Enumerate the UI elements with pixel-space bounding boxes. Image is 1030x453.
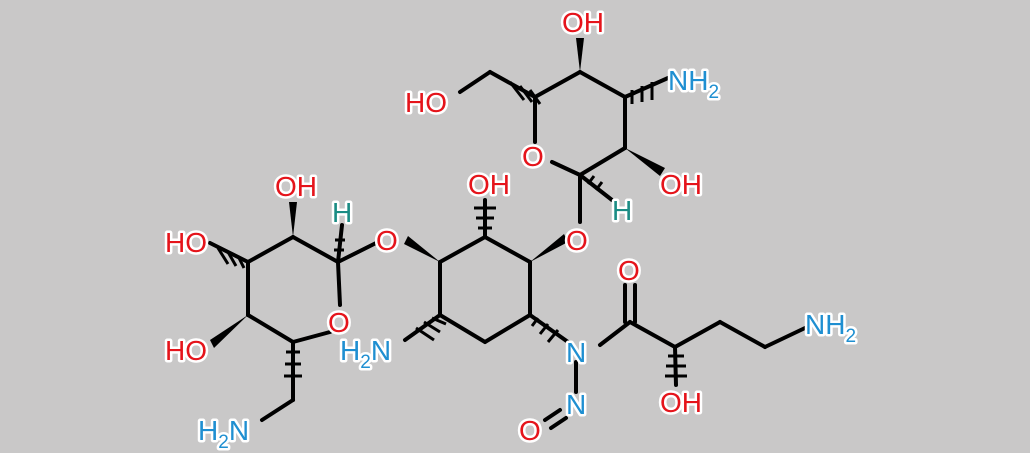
bond (718, 320, 767, 349)
bond (438, 313, 487, 344)
bond (549, 416, 568, 430)
wedge-bond (404, 236, 440, 262)
wedge-bond (210, 315, 248, 348)
hash (415, 326, 435, 342)
hash (431, 316, 447, 326)
atom-labels: OH NH2 HO O OH H O OH O H2N OH H HO O HO… (163, 5, 859, 453)
central-ring (403, 198, 570, 344)
hash (226, 251, 238, 267)
bond (336, 260, 342, 307)
label-o-link-right: O (566, 225, 588, 256)
bond (550, 160, 582, 177)
hash (508, 81, 526, 101)
bond (483, 313, 532, 344)
hash (546, 329, 560, 343)
label-oh-chain: OH (660, 387, 702, 418)
label-h-top-anomer: H (612, 195, 632, 226)
label-oh-right-top: OH (660, 169, 702, 200)
label-oh-mid: OH (468, 169, 510, 200)
label-o-nitroso: O (519, 415, 541, 446)
label-n-nitroso: N (566, 389, 586, 420)
wedge-bond (289, 202, 297, 237)
label-o-ring-left: O (328, 307, 350, 338)
left-sugar-ring (208, 202, 380, 422)
hash (216, 247, 230, 265)
bond (260, 398, 295, 422)
label-oh-left-top: OH (275, 171, 317, 202)
label-o-ring-top: O (522, 141, 544, 172)
bond (336, 240, 380, 264)
bond (598, 320, 632, 347)
label-o-link-left: O (376, 225, 398, 256)
bond (533, 70, 582, 99)
hash (594, 181, 604, 191)
hash (236, 255, 246, 269)
bond (763, 326, 807, 349)
bond (458, 70, 492, 94)
hashed-bonds (216, 81, 687, 378)
label-nh2-top: NH2 (668, 65, 719, 103)
wedge-bond (576, 38, 584, 72)
bond (628, 320, 677, 349)
label-h2n-center: H2N (340, 335, 391, 373)
hash (423, 320, 441, 334)
label-oh-top: OH (562, 7, 604, 38)
label-ho-left-a: HO (165, 227, 207, 258)
bond (543, 408, 562, 422)
bond (578, 146, 627, 177)
label-o-carbonyl: O (618, 255, 640, 286)
bond (246, 235, 295, 264)
side-chain (543, 283, 807, 430)
bond (438, 235, 487, 264)
hash (586, 175, 596, 185)
bond (578, 70, 627, 99)
hash (530, 317, 540, 327)
hash (538, 323, 550, 335)
bond (246, 313, 295, 344)
label-ho-left-b: HO (165, 335, 207, 366)
bond (291, 330, 332, 344)
hash (518, 85, 534, 103)
label-n-amide: N (566, 337, 586, 368)
label-h-left-anomer: H (332, 197, 352, 228)
label-h2n-left-bottom: H2N (198, 415, 249, 453)
wedge-bond (625, 148, 665, 176)
label-nh2-chain: NH2 (805, 309, 856, 347)
bond (336, 223, 344, 264)
wedge-bond (530, 234, 568, 262)
bond (291, 235, 340, 264)
bond (483, 235, 532, 264)
label-ho-ch2: HO (405, 87, 447, 118)
bond (673, 320, 722, 349)
hash (528, 89, 542, 105)
